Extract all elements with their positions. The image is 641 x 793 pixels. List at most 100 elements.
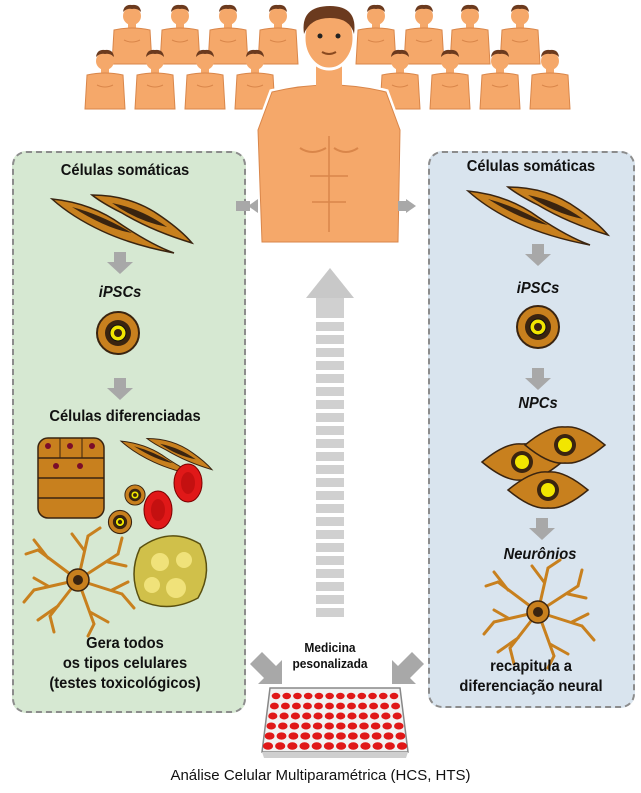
plate-well: [304, 693, 313, 699]
medicine-label-line2: pesonalizada: [275, 656, 385, 671]
plate-well: [325, 703, 334, 710]
plate-well: [370, 713, 379, 720]
red-blood-cell-1: [174, 464, 202, 502]
well-plate: [262, 688, 408, 758]
plate-well: [300, 732, 310, 739]
plate-well: [395, 732, 405, 739]
plate-well: [382, 722, 392, 729]
plate-well: [278, 722, 288, 729]
plate-well: [391, 703, 400, 710]
arrow-down-right-1: [525, 244, 551, 266]
plate-well: [373, 742, 383, 750]
plate-well: [368, 693, 377, 699]
plate-well: [384, 732, 394, 739]
plate-well: [336, 722, 346, 729]
right-summary-line1: recapitula a: [444, 658, 619, 676]
plate-well: [348, 722, 358, 729]
arrow-down-right-2: [525, 368, 551, 390]
plate-well: [265, 732, 275, 739]
plate-well: [270, 703, 279, 710]
plate-well: [325, 693, 334, 699]
plate-well: [369, 703, 378, 710]
plate-well: [325, 713, 334, 720]
plate-well: [336, 742, 346, 750]
plate-well: [372, 732, 382, 739]
plate-well: [277, 732, 287, 739]
right-summary-line2: diferenciação neural: [444, 678, 619, 696]
plate-well: [282, 693, 291, 699]
plate-well: [397, 742, 407, 750]
plate-well: [268, 713, 277, 720]
cardiomyocytes: [38, 438, 104, 518]
plate-well: [390, 693, 399, 699]
plate-well: [281, 703, 290, 710]
ipsc-cell-left: [97, 312, 139, 354]
plate-well: [279, 713, 288, 720]
left-ipsc-label: iPSCs: [74, 284, 166, 302]
somatic-cells-right: [468, 187, 608, 245]
plate-well: [371, 722, 381, 729]
neuron-left: [24, 528, 134, 636]
left-summary-line1: Gera todos: [28, 635, 221, 653]
plate-well: [314, 703, 323, 710]
plate-well: [380, 703, 389, 710]
plate-well: [348, 732, 358, 739]
plate-well: [324, 732, 334, 739]
medicine-label-line1: Medicina: [284, 640, 376, 655]
ipsc-cell-right: [517, 306, 559, 348]
plate-well: [291, 713, 300, 720]
plate-well: [299, 742, 309, 750]
plate-well: [336, 693, 345, 699]
plate-well: [336, 703, 345, 710]
plate-well: [312, 742, 322, 750]
small-stem-cell-2: [108, 510, 131, 533]
plate-well: [359, 713, 368, 720]
plate-well: [379, 693, 388, 699]
red-blood-cell-2: [144, 491, 172, 529]
plate-well: [263, 742, 273, 750]
left-somatic-label: Células somáticas: [28, 162, 221, 180]
plate-well: [360, 742, 370, 750]
plate-well: [393, 713, 402, 720]
plate-well: [347, 713, 356, 720]
plate-well: [394, 722, 404, 729]
plate-well: [287, 742, 297, 750]
plate-well: [313, 722, 323, 729]
arrow-down-left-1: [107, 252, 133, 274]
plate-well: [303, 703, 312, 710]
plate-well: [302, 713, 311, 720]
plate-well: [315, 693, 324, 699]
upward-arrow: [306, 268, 354, 617]
plate-well: [347, 703, 356, 710]
plate-well: [381, 713, 390, 720]
plate-well: [288, 732, 298, 739]
plate-well: [292, 703, 301, 710]
plate-well: [347, 693, 356, 699]
plate-well: [360, 732, 370, 739]
plate-well: [290, 722, 300, 729]
plate-well: [358, 693, 367, 699]
plate-well: [336, 732, 346, 739]
plate-well: [324, 742, 334, 750]
plate-well: [348, 742, 358, 750]
plate-well: [324, 722, 334, 729]
arrow-down-left-2: [107, 378, 133, 400]
plate-well: [359, 722, 369, 729]
plate-well: [266, 722, 276, 729]
plate-well: [301, 722, 311, 729]
left-summary-line2: os tipos celulares: [28, 655, 221, 673]
right-neurons-label: Neurônios: [476, 546, 605, 564]
right-npc-label: NPCs: [492, 395, 584, 413]
small-stem-cell-1: [125, 485, 145, 505]
plate-well: [358, 703, 367, 710]
neuron-right: [484, 560, 594, 668]
right-ipsc-label: iPSCs: [492, 280, 584, 298]
plate-well: [385, 742, 395, 750]
plate-well: [272, 693, 281, 699]
arrow-down-right-3: [529, 518, 555, 540]
plate-well: [313, 713, 322, 720]
plate-well: [336, 713, 345, 720]
plate-well: [275, 742, 285, 750]
somatic-cells-left: [52, 195, 192, 253]
adipocytes: [134, 536, 207, 607]
